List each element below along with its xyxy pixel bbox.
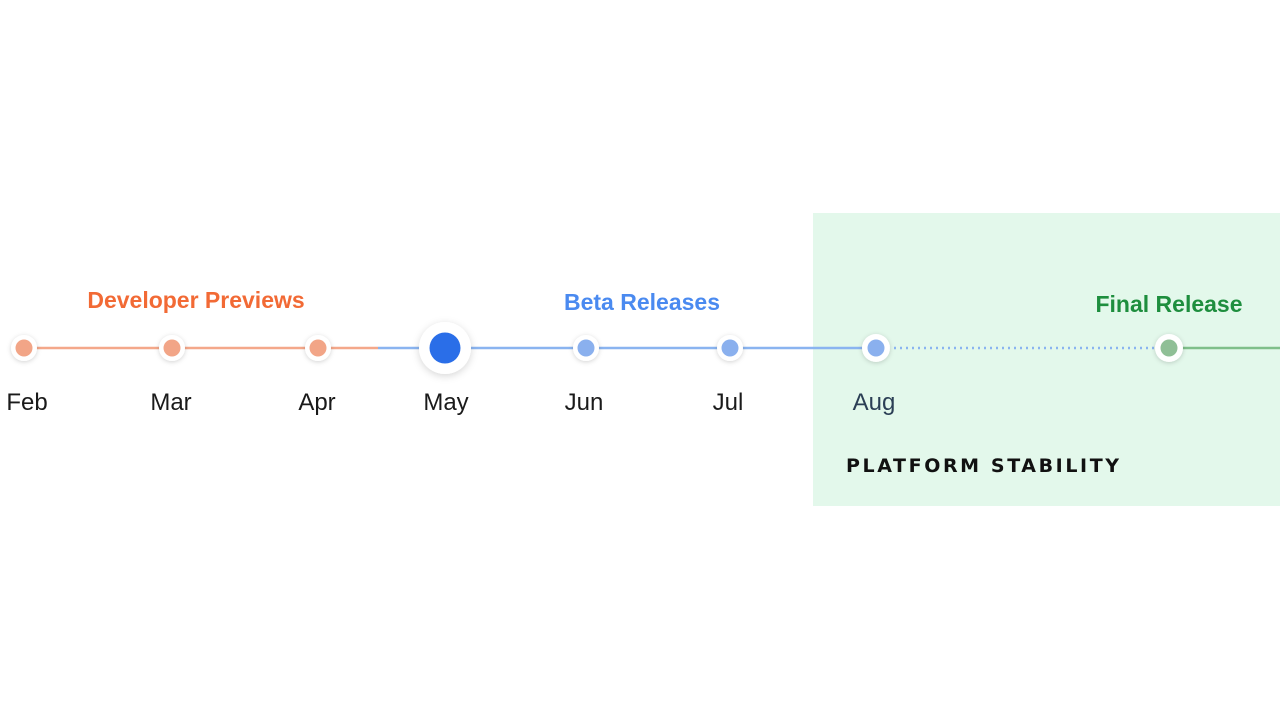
milestone-dot [721,339,739,357]
month-label-aug: Aug [853,389,896,416]
milestone-final-release [1155,334,1183,362]
milestone-dot [577,339,595,357]
milestone-dot [309,339,327,357]
milestone-dot [429,332,461,364]
milestone-aug [862,334,890,362]
month-label-feb: Feb [6,389,47,416]
month-label-jun: Jun [565,389,604,416]
milestone-feb [11,335,37,361]
platform-stability-region [813,213,1280,506]
milestone-may-current [419,322,471,374]
milestone-dot [867,339,885,357]
month-label-apr: Apr [298,389,335,416]
phase-label-developer-previews: Developer Previews [87,287,304,313]
month-label-mar: Mar [150,389,191,416]
milestone-dot [15,339,33,357]
milestone-jun [573,335,599,361]
milestone-dots [11,322,1183,374]
month-label-jul: Jul [713,389,744,416]
platform-stability-label: PLATFORM STABILITY [846,455,1122,477]
phase-label-beta-releases: Beta Releases [564,289,720,315]
milestone-apr [305,335,331,361]
month-label-may: May [423,389,468,416]
month-labels: Feb Mar Apr May Jun Jul Aug [6,389,895,416]
milestone-dot [163,339,181,357]
phase-label-final-release: Final Release [1095,291,1242,317]
milestone-jul [717,335,743,361]
milestone-mar [159,335,185,361]
milestone-dot [1160,339,1178,357]
